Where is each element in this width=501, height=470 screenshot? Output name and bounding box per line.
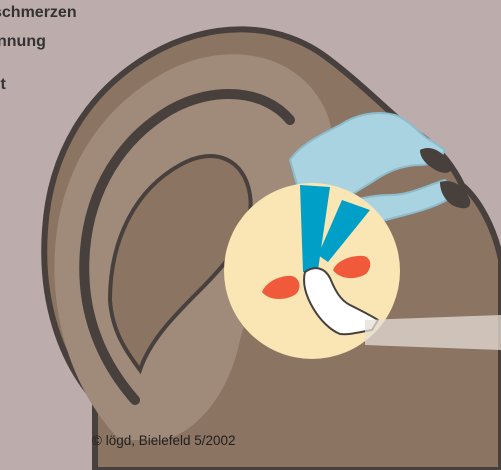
symptom-label-1: schmerzen bbox=[0, 3, 77, 23]
caption-area: schmerzen nnung it bbox=[0, 0, 150, 100]
ear-canal-stripe bbox=[365, 315, 501, 350]
symptom-label-2: nnung bbox=[0, 32, 46, 52]
symptom-label-3: it bbox=[0, 75, 6, 95]
copyright-text: © lögd, Bielefeld 5/2002 bbox=[92, 433, 236, 448]
